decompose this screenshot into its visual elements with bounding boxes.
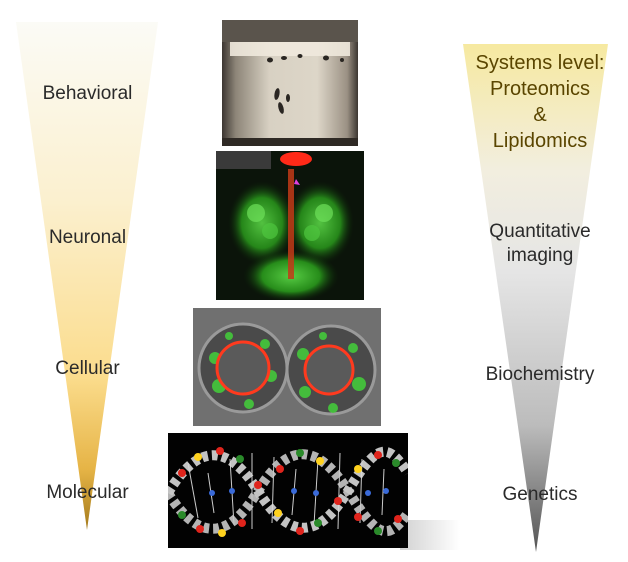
imaging-line: imaging [506,244,574,266]
cellular-panel [193,308,381,426]
cellular-cells-image [193,308,381,426]
genetics-to-systems-triangle [463,44,608,552]
systems-level-line: Systems level: [475,52,605,74]
ampersand-line: & [533,104,547,126]
molecular-to-behavioral-triangle [16,22,158,530]
dna-panel-shadow [400,520,460,550]
behavioral-chamber-image [222,20,358,146]
neuronal-panel [216,151,364,300]
quantitative-line: Quantitative [489,221,591,242]
genetics-label: Genetics [502,484,578,505]
proteomics-line: Proteomics [489,78,591,100]
level-cellular: Cellular [55,358,120,379]
behavioral-panel [222,20,358,146]
biochemistry-label: Biochemistry [485,364,595,385]
molecular-dna-image [168,433,408,548]
level-behavioral: Behavioral [42,83,133,104]
lipidomics-line: Lipidomics [492,130,588,152]
neuronal-brain-image [216,151,364,300]
level-neuronal: Neuronal [48,227,127,248]
molecular-panel [168,433,408,548]
level-molecular: Molecular [46,482,129,503]
quantitative-imaging-label: Quantitative imaging [460,220,620,268]
systems-level-label: Systems level: Proteomics & Lipidomics [460,50,620,154]
